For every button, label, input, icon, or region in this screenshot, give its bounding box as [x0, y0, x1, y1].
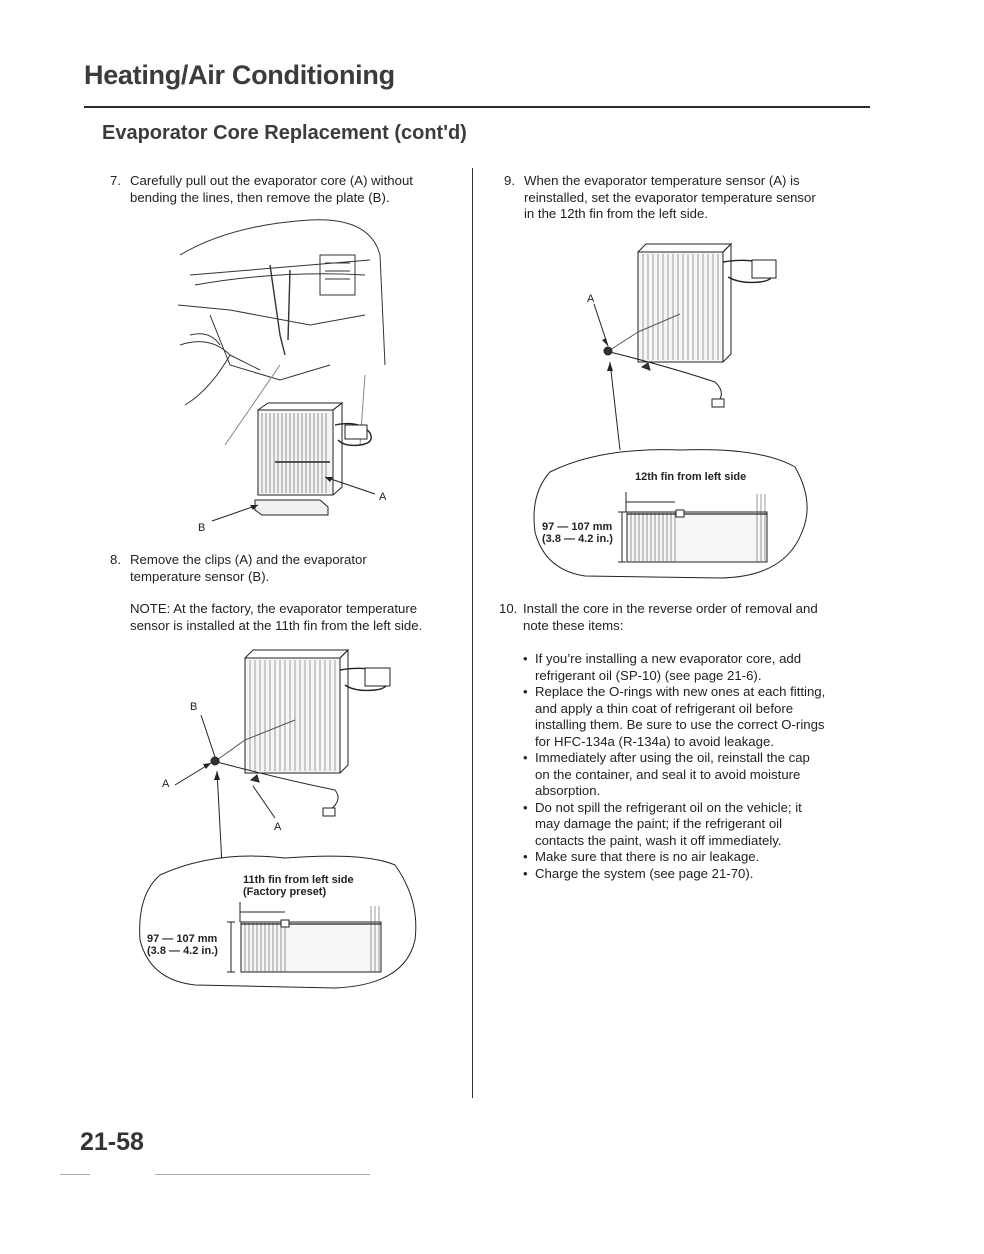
step-text: Remove the clips (A) and the evaporator … [130, 552, 367, 584]
dimension-in: (3.8 — 4.2 in.) [147, 945, 218, 957]
sensor-factory-position-figure: B A A 11th fin from left side (Factory p… [139, 648, 417, 989]
list-item: Replace the O-rings with new ones at eac… [523, 684, 863, 750]
title-rule [84, 106, 870, 108]
dimension-in: (3.8 — 4.2 in.) [542, 533, 613, 545]
factory-note: NOTE: At the factory, the evaporator tem… [130, 601, 423, 633]
list-item: Do not spill the refrigerant oil on the … [523, 800, 863, 850]
list-item: Make sure that there is no air leakage. [523, 849, 863, 866]
step-8: 8. Remove the clips (A) and the evaporat… [110, 552, 460, 586]
evaporator-removal-figure: A B [177, 219, 387, 534]
dimension-mm: 97 — 107 mm [542, 521, 613, 533]
list-item: If you’re installing a new evaporator co… [523, 651, 863, 684]
step-9: 9. When the evaporator temperature senso… [504, 173, 849, 223]
step-number: 10. [499, 601, 518, 616]
step-number: 7. [110, 173, 121, 188]
footer-rule [155, 1174, 370, 1175]
step-7: 7. Carefully pull out the evaporator cor… [110, 173, 460, 207]
step-number: 8. [110, 552, 121, 567]
step-number: 9. [504, 173, 515, 188]
step-text: Install the core in the reverse order of… [523, 601, 818, 633]
list-item: Immediately after using the oil, reinsta… [523, 750, 863, 800]
page-number: 21-58 [80, 1128, 144, 1156]
step-text: When the evaporator temperature sensor (… [524, 173, 816, 221]
label-b: B [198, 522, 205, 534]
page-title: Evaporator Core Replacement (cont'd) [102, 122, 467, 144]
sensor-reinstall-position-figure: A 12th fin from left side 97 — 107 mm (3… [533, 242, 808, 579]
column-divider [472, 168, 473, 1098]
callout-subtitle: (Factory preset) [243, 886, 326, 898]
dimension-mm: 97 — 107 mm [147, 933, 218, 945]
callout-title: 12th fin from left side [635, 471, 746, 483]
step-text: Carefully pull out the evaporator core (… [130, 173, 413, 205]
label-a: A [379, 491, 387, 503]
step-10: 10. Install the core in the reverse orde… [499, 601, 854, 635]
installation-notes-list: If you’re installing a new evaporator co… [523, 651, 863, 882]
label-a-bottom: A [274, 821, 282, 833]
label-a: A [587, 293, 595, 305]
section-title: Heating/Air Conditioning [84, 60, 395, 90]
callout-title: 11th fin from left side [243, 874, 354, 886]
label-b: B [190, 701, 197, 713]
list-item: Charge the system (see page 21-70). [523, 866, 863, 883]
footer-rule [60, 1174, 90, 1175]
label-a-left: A [162, 778, 170, 790]
